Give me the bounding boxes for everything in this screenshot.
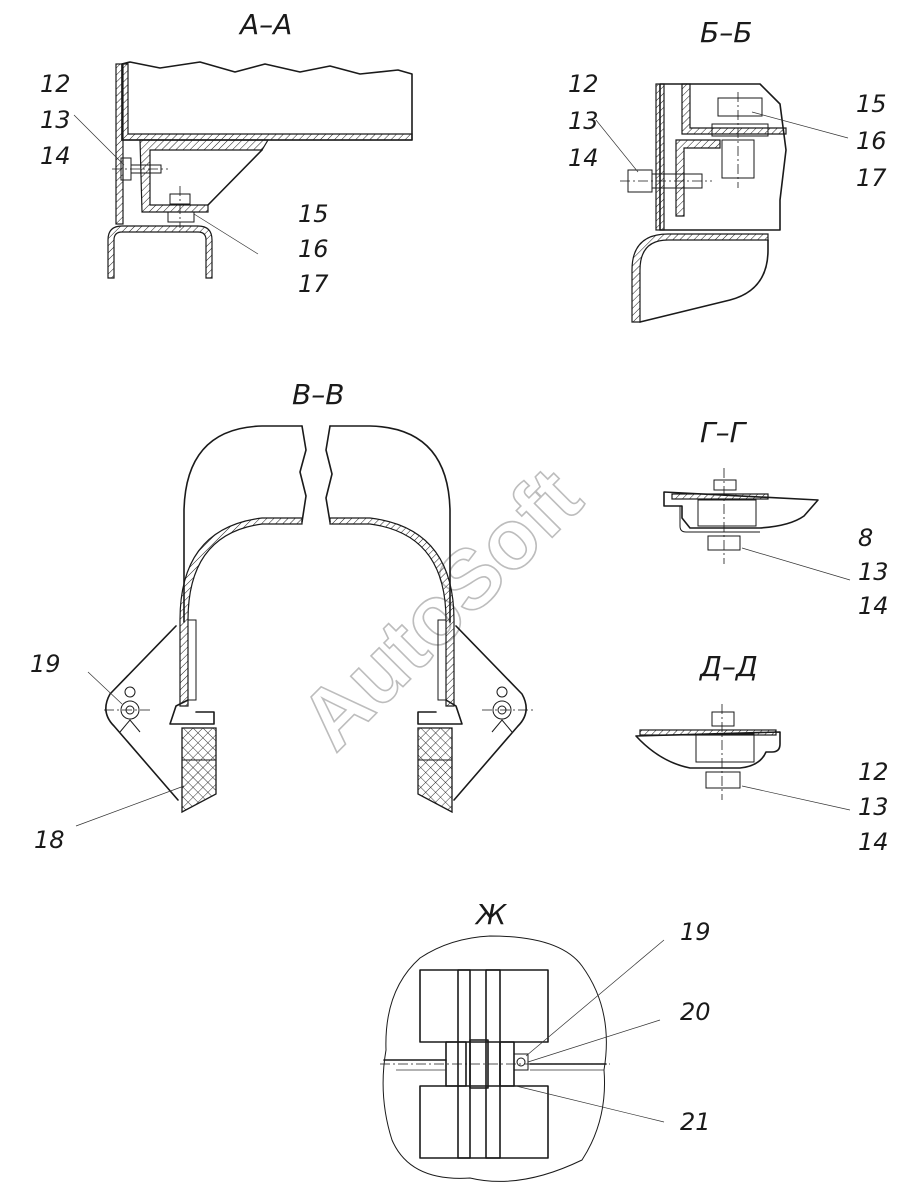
aa-label-14: 14: [40, 142, 71, 170]
bb-label-15: 15: [856, 90, 887, 118]
zh-label-21: 21: [680, 1108, 711, 1136]
gg-label-14: 14: [858, 592, 889, 620]
vv-label-19: 19: [30, 650, 61, 678]
watermark: AutoSoft: [281, 449, 600, 768]
zh-label-20: 20: [680, 998, 711, 1026]
gg-label-8: 8: [858, 524, 873, 552]
vv-label-18: 18: [34, 826, 65, 854]
watermark-text: AutoSoft: [282, 450, 599, 767]
section-bb: Б–Б 12 13 14 15 16 17: [568, 16, 887, 323]
bb-label-16: 16: [856, 127, 887, 155]
bb-label-13: 13: [568, 107, 599, 135]
dd-label-14: 14: [858, 828, 889, 856]
dd-label-12: 12: [858, 758, 889, 786]
detail-zh-title: Ж: [474, 898, 508, 931]
section-aa-title: А–А: [238, 8, 292, 41]
gg-label-13: 13: [858, 558, 889, 586]
section-gg: Г–Г 8 13 14: [663, 416, 889, 620]
section-bb-title: Б–Б: [700, 16, 752, 49]
section-gg-title: Г–Г: [700, 416, 748, 449]
aa-label-13: 13: [40, 106, 71, 134]
section-dd: Д–Д 12 13 14: [635, 650, 889, 856]
detail-zh: Ж 19 20 21: [380, 898, 711, 1182]
bb-label-14: 14: [568, 144, 599, 172]
section-aa: А–А 12 13 14 15 16 17: [40, 8, 413, 298]
aa-label-12: 12: [40, 70, 71, 98]
aa-label-16: 16: [298, 235, 329, 263]
aa-label-17: 17: [298, 270, 329, 298]
zh-label-19: 19: [680, 918, 711, 946]
dd-label-13: 13: [858, 793, 889, 821]
aa-label-15: 15: [298, 200, 329, 228]
section-dd-title: Д–Д: [698, 650, 758, 683]
section-vv: В–В 19: [30, 378, 536, 854]
bb-label-12: 12: [568, 70, 599, 98]
section-vv-title: В–В: [292, 378, 344, 411]
bb-label-17: 17: [856, 164, 887, 192]
